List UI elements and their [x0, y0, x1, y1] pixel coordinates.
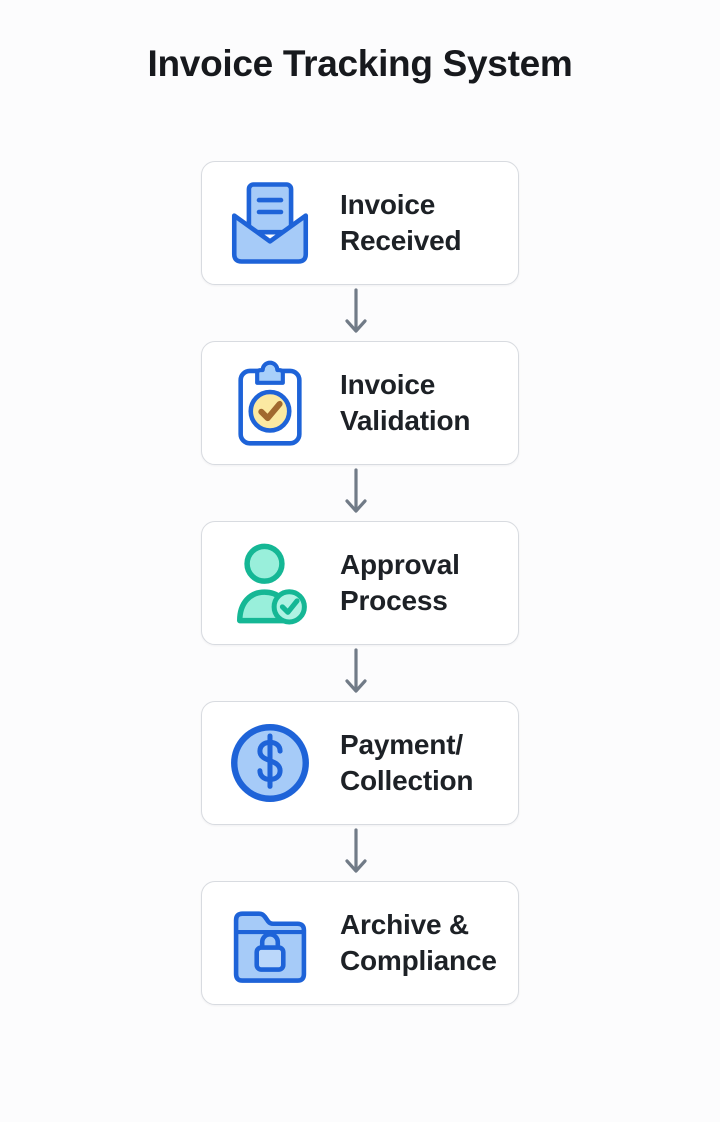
flow-step-payment-collection: Payment/ Collection — [201, 701, 519, 826]
label-line: Approval — [340, 549, 460, 581]
flow-step-archive-compliance: Archive & Compliance — [201, 881, 519, 1006]
flow-arrow — [343, 645, 369, 701]
flow-step-invoice-validation: Invoice Validation — [201, 341, 519, 466]
flow-step-label: Archive & Compliance — [340, 907, 497, 979]
label-line: Payment/ — [340, 729, 463, 761]
label-line: Compliance — [340, 945, 497, 977]
dollar-coin-icon — [226, 719, 314, 807]
flow-step-label: Approval Process — [340, 547, 460, 619]
label-line: Process — [340, 585, 448, 617]
down-arrow-icon — [345, 648, 367, 693]
label-line: Invoice — [340, 189, 436, 221]
label-line: Received — [340, 225, 462, 257]
label-line: Validation — [340, 405, 471, 437]
flow-arrow — [343, 825, 369, 881]
down-arrow-icon — [345, 828, 367, 873]
flow-step-invoice-received: Invoice Received — [201, 161, 519, 286]
down-arrow-icon — [345, 468, 367, 513]
clipboard-check-icon — [226, 359, 314, 447]
page-title: Invoice Tracking System — [147, 43, 573, 84]
flow-arrow — [343, 285, 369, 341]
flow-step-approval-process: Approval Process — [201, 521, 519, 646]
down-arrow-icon — [345, 288, 367, 333]
folder-lock-icon — [226, 899, 314, 987]
label-line: Invoice — [340, 369, 436, 401]
invoice-flowchart: Invoice Received Invoice Validation — [0, 161, 720, 1006]
flow-step-label: Invoice Validation — [340, 367, 470, 439]
label-line: Archive & — [340, 909, 469, 941]
flow-step-label: Payment/ Collection — [340, 727, 474, 799]
label-line: Collection — [340, 765, 474, 797]
flow-arrow — [343, 465, 369, 521]
envelope-open-icon — [226, 179, 314, 267]
user-check-icon — [226, 539, 314, 627]
flow-step-label: Invoice Received — [340, 187, 462, 259]
